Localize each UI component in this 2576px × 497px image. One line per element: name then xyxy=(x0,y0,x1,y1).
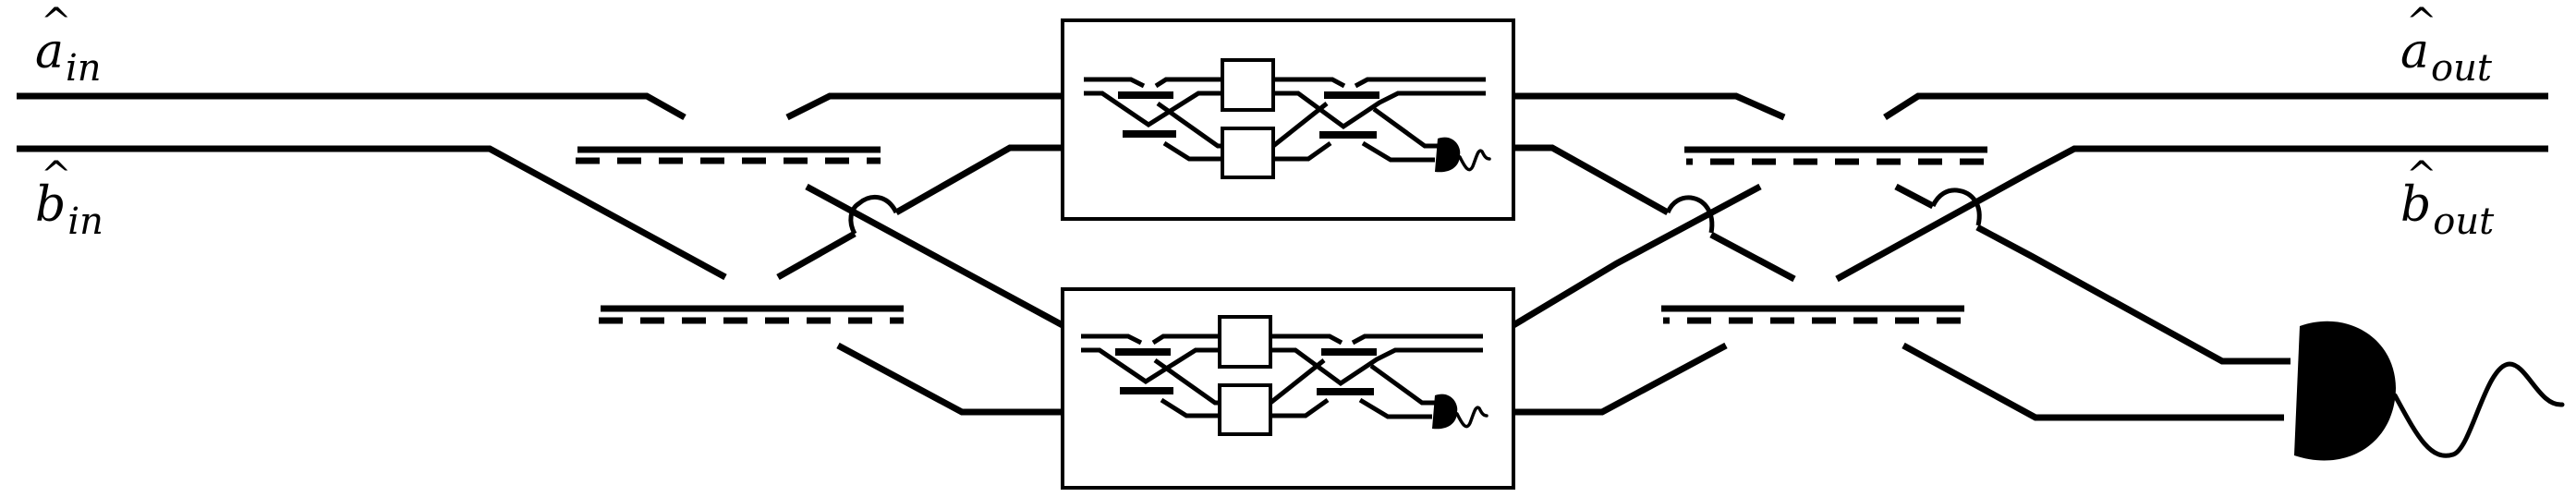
mini-detector-icon xyxy=(1435,137,1461,173)
cross-waveguide-right-3 xyxy=(1894,183,2290,365)
top-module xyxy=(1061,18,1515,221)
top-module-circuit xyxy=(1084,58,1491,179)
bottom-module-circuit xyxy=(1081,315,1488,436)
photodetector xyxy=(2294,321,2565,461)
phase-shifter-upper xyxy=(1218,315,1272,369)
cross-waveguide-right-1 xyxy=(1513,144,1796,283)
label-b-in: ^bin xyxy=(35,154,103,243)
upper-right-beamsplitter xyxy=(1684,146,1991,165)
phase-shifter-lower xyxy=(1218,383,1272,436)
cross-waveguide-left-2 xyxy=(776,144,1063,281)
label-b-out: ^bout xyxy=(2400,154,2495,243)
detector-icon xyxy=(2294,321,2396,461)
lower-left-beamsplitter xyxy=(599,305,904,324)
input-a-waveguide xyxy=(17,92,1063,121)
mini-detector-icon xyxy=(1432,394,1458,430)
bottom-module-output-waveguide xyxy=(1513,342,1728,416)
lower-right-output-waveguide xyxy=(1902,342,2284,421)
lower-right-beamsplitter xyxy=(1661,305,1968,324)
cross-waveguide-right-2 xyxy=(1512,183,1762,329)
phase-shifter-lower xyxy=(1221,127,1275,179)
cross-waveguide-left-1 xyxy=(805,183,1064,329)
bottom-module xyxy=(1061,287,1515,490)
output-b-waveguide xyxy=(1835,145,2548,283)
phase-shifter-upper xyxy=(1221,58,1275,112)
label-a-out: ^aout xyxy=(2400,1,2492,90)
input-b-waveguide xyxy=(17,145,727,281)
lower-left-output-waveguide xyxy=(836,342,1063,416)
label-a-in: ^ain xyxy=(35,1,102,90)
upper-left-beamsplitter xyxy=(576,146,881,164)
signal-wave-icon xyxy=(2392,361,2565,458)
output-a-waveguide xyxy=(1513,92,2548,121)
